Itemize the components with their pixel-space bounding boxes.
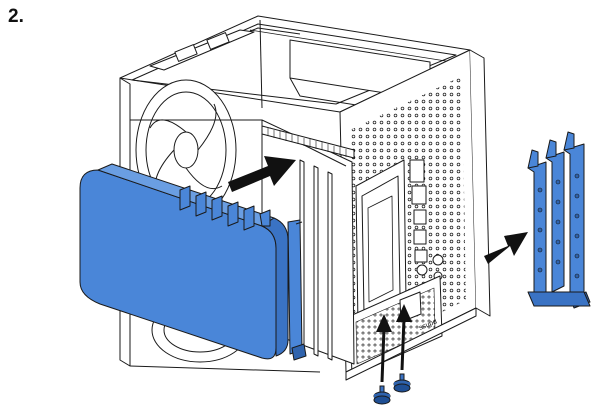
insert-arrow xyxy=(228,156,296,192)
pcie-brackets xyxy=(527,131,591,309)
thumb-screws xyxy=(373,373,411,405)
thumb-screw-2 xyxy=(393,373,411,393)
pcie-bracket-3 xyxy=(563,131,591,309)
step-number: 2. xyxy=(8,6,24,27)
screw-arrows xyxy=(376,304,412,383)
pcie-bracket-1 xyxy=(527,149,547,307)
pcie-bracket-2 xyxy=(545,139,565,293)
remove-arrow xyxy=(484,232,528,264)
screw-arrow-2 xyxy=(396,304,412,371)
gpu xyxy=(79,163,307,361)
thumb-screw-1 xyxy=(373,385,391,405)
screw-arrow-1 xyxy=(376,314,392,383)
